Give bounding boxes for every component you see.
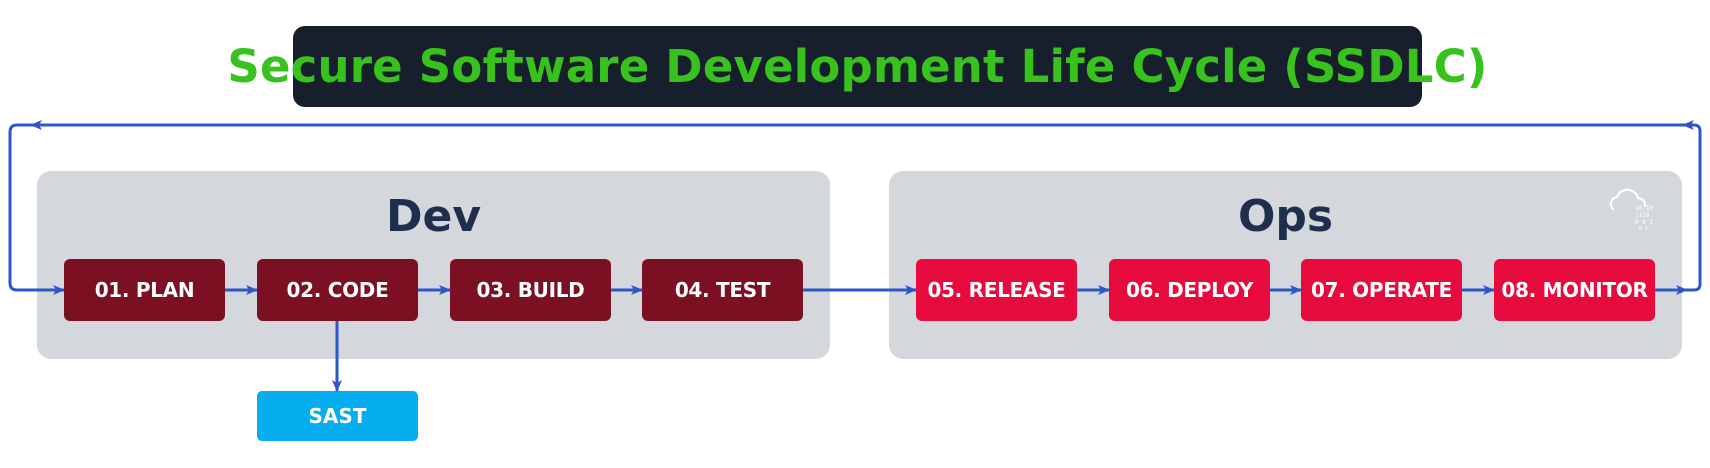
stage-monitor-label: 08. MONITOR <box>1501 278 1648 302</box>
stage-code: 02. CODE <box>257 259 418 321</box>
stage-code-label: 02. CODE <box>286 278 389 302</box>
stage-operate: 07. OPERATE <box>1301 259 1462 321</box>
svg-text:0 0 1 0: 0 0 1 0 <box>1635 219 1657 226</box>
stage-test: 04. TEST <box>642 259 803 321</box>
sast-tool-label: SAST <box>308 404 367 428</box>
stage-build: 03. BUILD <box>450 259 611 321</box>
stage-monitor: 08. MONITOR <box>1494 259 1655 321</box>
arrow-loop-right-up <box>1682 120 1702 292</box>
dev-group-label: Dev <box>385 191 482 242</box>
cloud-binary-icon: 10 10 1110 0 0 1 0 0 1 <box>1609 188 1657 232</box>
stage-build-label: 03. BUILD <box>476 278 585 302</box>
stage-release: 05. RELEASE <box>916 259 1077 321</box>
stage-operate-label: 07. OPERATE <box>1310 278 1453 302</box>
stage-release-label: 05. RELEASE <box>927 278 1066 302</box>
stage-deploy: 06. DEPLOY <box>1109 259 1270 321</box>
stage-test-label: 04. TEST <box>674 278 771 302</box>
title-banner: Secure Software Development Life Cycle (… <box>227 26 1487 107</box>
ops-group-label: Ops <box>1237 191 1334 242</box>
diagram-title: Secure Software Development Life Cycle (… <box>227 40 1488 93</box>
svg-text:0 1: 0 1 <box>1639 226 1648 232</box>
svg-text:10 10: 10 10 <box>1635 205 1653 212</box>
sast-tool-box: SAST <box>257 391 418 441</box>
stage-plan: 01. PLAN <box>64 259 225 321</box>
svg-text:1110: 1110 <box>1635 212 1650 219</box>
stage-deploy-label: 06. DEPLOY <box>1125 278 1254 302</box>
stage-plan-label: 01. PLAN <box>94 278 195 302</box>
